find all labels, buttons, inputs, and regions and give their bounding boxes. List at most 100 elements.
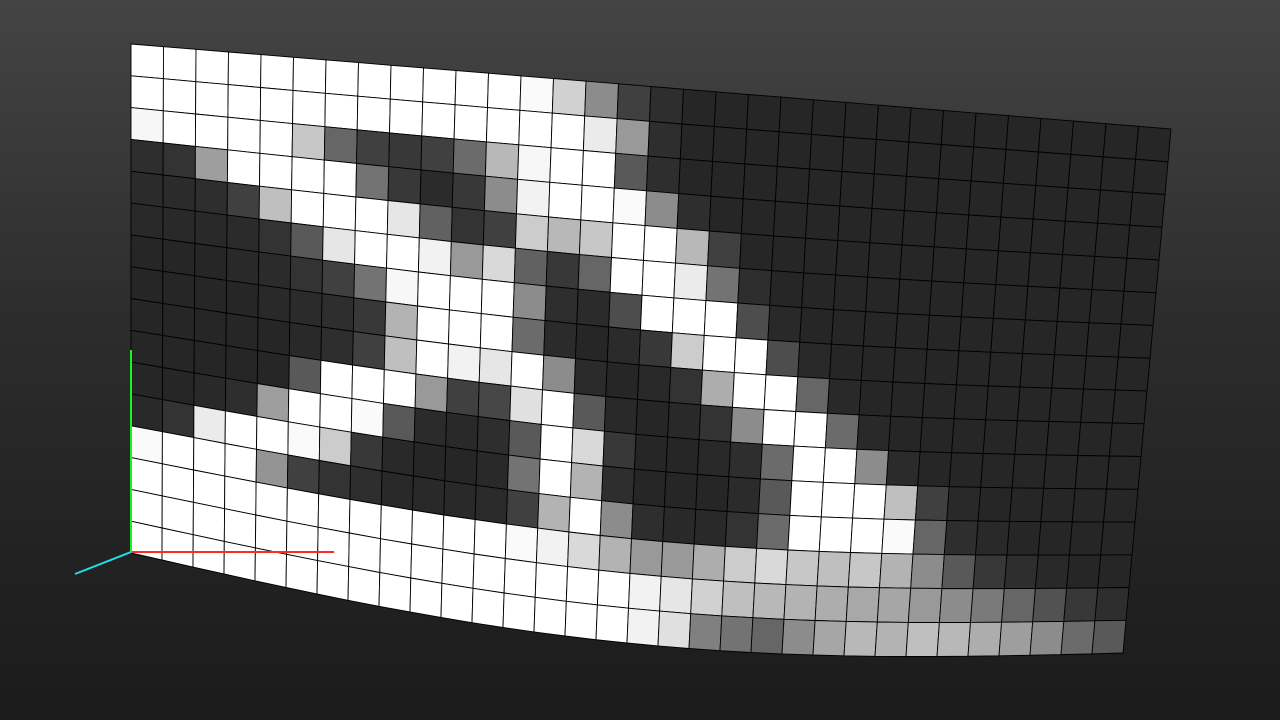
mesh-cell — [995, 250, 1031, 287]
mesh-cell — [912, 519, 948, 556]
mesh-cell — [414, 373, 449, 413]
mesh-cell — [681, 88, 717, 128]
mesh-cell — [816, 550, 851, 588]
mesh-cell — [545, 251, 580, 290]
mesh-cell — [787, 514, 822, 552]
mesh-cell — [193, 307, 227, 347]
mesh-cell — [421, 101, 456, 140]
mesh-cell — [921, 383, 957, 420]
mesh-cell — [412, 441, 447, 482]
mesh-cell — [1029, 620, 1065, 656]
mesh-cell — [774, 166, 811, 205]
mesh-cell — [1056, 287, 1093, 324]
mesh-cell — [317, 493, 351, 534]
mesh-cell — [801, 272, 837, 311]
mesh-cell — [953, 384, 989, 421]
mesh-cell — [509, 385, 543, 425]
mesh-cell — [752, 582, 787, 620]
mesh-cell — [785, 549, 820, 587]
mesh-cell — [535, 527, 570, 568]
mesh-cell — [1120, 290, 1157, 326]
mesh-cell — [659, 575, 693, 615]
mesh-cell — [910, 553, 945, 589]
mesh-cell — [1091, 619, 1127, 655]
mesh-cell — [744, 128, 780, 167]
mesh-cell — [980, 453, 1016, 489]
mesh-cell — [899, 244, 935, 282]
mesh-cell — [224, 377, 258, 417]
mesh-cell — [356, 129, 390, 168]
mesh-cell — [596, 569, 631, 609]
mesh-cell — [475, 450, 510, 491]
mesh-cell — [928, 280, 965, 318]
mesh-cell — [903, 175, 940, 214]
mesh-cell — [740, 198, 776, 237]
mesh-cell — [130, 361, 164, 401]
mesh-cell — [512, 282, 547, 322]
mesh-cell — [130, 107, 164, 144]
mesh-cell — [505, 489, 540, 529]
mesh-cell — [225, 312, 259, 352]
mesh-cell — [873, 139, 910, 177]
mesh-cell — [975, 520, 1010, 556]
mesh-cell — [316, 560, 350, 601]
mesh-cell — [1099, 156, 1137, 193]
mesh-cell — [634, 433, 669, 473]
mesh-cell — [192, 534, 225, 575]
mesh-cell — [503, 557, 537, 598]
mesh-cell — [1051, 354, 1087, 390]
mesh-cell — [1060, 620, 1096, 656]
mesh-cell — [389, 64, 424, 103]
mesh-cell — [1059, 254, 1096, 291]
mesh-cell — [973, 112, 1009, 150]
mesh-cell — [387, 166, 422, 205]
mesh-cell — [641, 259, 676, 299]
mesh-cell — [226, 149, 261, 187]
mesh-cell — [448, 275, 483, 315]
mesh-cell — [347, 566, 381, 607]
mesh-cell — [1034, 554, 1070, 589]
mesh-cell — [1040, 487, 1076, 523]
mesh-cell — [733, 337, 769, 376]
mesh-cell — [647, 120, 683, 160]
mesh-cell — [765, 339, 801, 378]
mesh-cell — [447, 343, 481, 383]
mesh-cell — [578, 219, 614, 258]
mesh-cell — [871, 173, 907, 212]
mesh-cell — [577, 254, 612, 293]
mesh-cell — [807, 168, 843, 207]
mesh-cell — [759, 443, 795, 482]
mesh-cell — [667, 401, 702, 441]
mesh-cell — [894, 313, 930, 350]
mesh-cell — [1022, 319, 1058, 356]
mesh-cell — [1035, 151, 1072, 189]
mesh-cell — [450, 206, 485, 246]
mesh-cell — [383, 335, 418, 375]
mesh-cell — [353, 263, 387, 303]
mesh-cell — [869, 207, 905, 246]
mesh-cell — [288, 354, 322, 395]
mesh-cell — [224, 410, 258, 450]
mesh-cell — [809, 133, 845, 172]
mesh-cell — [885, 450, 921, 487]
deformed-grid-mesh — [130, 43, 1172, 657]
mesh-cell — [972, 554, 1008, 590]
mesh-cell — [502, 592, 536, 633]
mesh-cell — [1117, 323, 1154, 359]
mesh-cell — [758, 478, 793, 516]
mesh-cell — [874, 621, 909, 657]
mesh-cell — [1043, 454, 1079, 490]
mesh-cell — [445, 411, 479, 452]
mesh-cell — [471, 587, 505, 629]
mesh-cell — [440, 582, 474, 624]
mesh-cell — [349, 465, 383, 506]
mesh-cell — [1132, 158, 1169, 195]
mesh-cell — [193, 372, 227, 412]
mesh-cell — [1045, 421, 1082, 456]
mesh-cell — [835, 240, 871, 278]
mesh-cell — [837, 205, 873, 244]
mesh-cell — [130, 170, 164, 208]
mesh-cell — [890, 381, 926, 419]
mesh-cell — [960, 282, 997, 319]
